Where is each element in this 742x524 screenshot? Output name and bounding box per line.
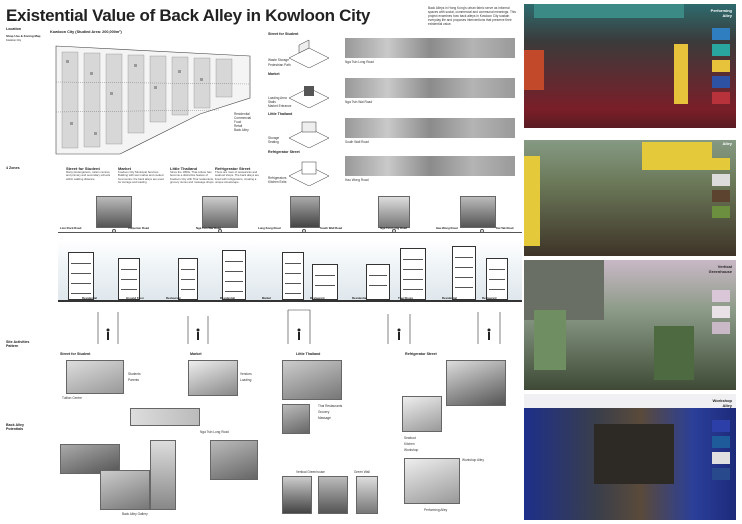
alley-photo [290, 196, 320, 228]
axonometric-diagram [288, 39, 330, 68]
activity-photo [282, 360, 342, 400]
site-activities-label: Site Activities Pattern [6, 340, 30, 348]
intro-text: Back Alleys in Hong Kong's urban fabric … [428, 6, 516, 26]
street-study-label: Street for Student [268, 32, 299, 36]
axis-label: Nga Tsin Wai Road [196, 226, 222, 230]
street-study-label: Market [268, 72, 280, 76]
axis-marker [480, 229, 484, 233]
axonometric-diagram [288, 121, 330, 148]
street-study-label: Little Thailand [268, 112, 293, 116]
activity-photo [446, 360, 506, 406]
section-ground-line [58, 300, 522, 302]
activity-photo [130, 408, 200, 426]
street-photo-strip [345, 156, 515, 176]
potential-photo [150, 440, 176, 510]
street-axis [58, 232, 522, 233]
site-use-sub-label: Kowloon City [6, 39, 22, 42]
activity-photo [188, 360, 238, 396]
axis-label: Hau Wong Road [436, 226, 458, 230]
potential-photo [318, 476, 348, 514]
alley-photo [202, 196, 238, 228]
street-photo-strip [345, 118, 515, 138]
render-vertical-greenhouse: Vertical Greenhouse [524, 260, 736, 390]
axis-marker [392, 229, 396, 233]
potential-photo [282, 476, 312, 514]
four-zones-label: 4 Zones [6, 166, 20, 170]
alley-photo [460, 196, 496, 228]
axis-marker [112, 229, 116, 233]
alley-photo [378, 196, 410, 228]
potential-photo [60, 444, 120, 474]
site-use-label: Shop Use & Zoning Map [6, 34, 41, 38]
potential-photo [356, 476, 378, 514]
zone-3: Little Thailand Since the 1950s, Thai cu… [170, 166, 215, 185]
axis-label: Lung Kong Road [258, 226, 281, 230]
zone-1: Street for Student Many kindergartens, t… [66, 166, 111, 181]
page-title: Existential Value of Back Alley in Kowlo… [6, 6, 371, 25]
potential-photo [100, 470, 150, 510]
zone-2: Market Kowloon City Municipal Services B… [118, 166, 164, 185]
location-label: Location [6, 27, 21, 31]
axis-marker [218, 229, 222, 233]
render-column: Performing Alley Market Alley Vertical G… [524, 4, 736, 520]
zone-4: Refrigerator Street There are rows of re… [215, 166, 259, 185]
activity-photo [66, 360, 124, 394]
zoning-map [55, 45, 251, 155]
axis-marker [302, 229, 306, 233]
street-photo-strip [345, 78, 515, 98]
map-caption: Kowloon City (Studied Area: 200,000m²) [50, 30, 122, 34]
activity-photo [402, 396, 442, 432]
potential-photo [404, 458, 460, 504]
street-study-label: Refrigerator Street [268, 150, 300, 154]
axis-label: Kai Tak Road [496, 226, 514, 230]
render-market-alley: Market Alley [524, 132, 736, 256]
street-photo-strip [345, 38, 515, 58]
axis-label: Carpenter Road [128, 226, 149, 230]
potential-photo [210, 440, 258, 480]
axis-label: South Wall Road [320, 226, 343, 230]
render-performing-alley: Performing Alley [524, 4, 736, 128]
axonometric-diagram [288, 86, 330, 108]
back-alley-potentials-label: Back Alley Potentials [6, 423, 25, 431]
axis-label: Lion Rock Road [60, 226, 82, 230]
axis-label: Nga Tsin Long Road [380, 226, 407, 230]
map-legend: Residential Commercial Food Retail Back … [234, 112, 252, 132]
activity-photo [282, 404, 310, 434]
render-workshop-alley: Workshop Alley [524, 394, 736, 520]
axonometric-diagram [288, 161, 330, 186]
alley-cross-sections [97, 309, 501, 344]
alley-photo [96, 196, 132, 228]
